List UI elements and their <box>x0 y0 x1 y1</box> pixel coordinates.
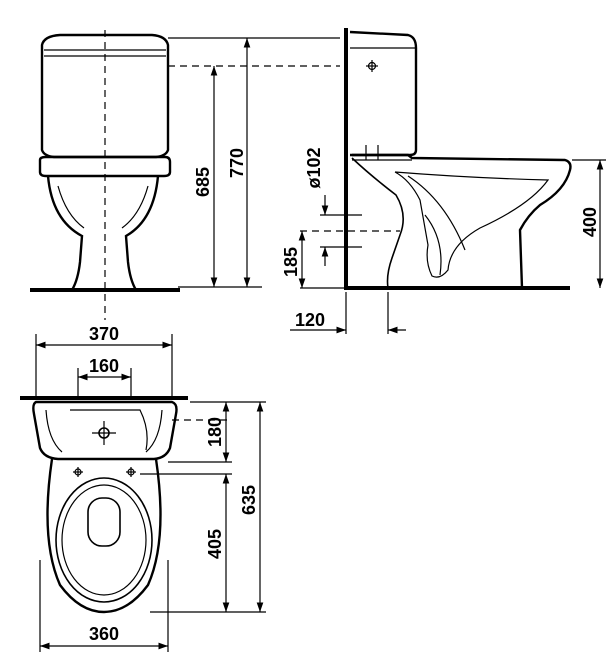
side-seat <box>352 153 572 289</box>
dim-405-label: 405 <box>205 529 225 559</box>
top-drain-hole <box>87 497 121 547</box>
dim-120-label: 120 <box>295 310 325 330</box>
side-bowl-inner <box>351 157 404 289</box>
dim-400-label: 400 <box>580 207 600 237</box>
front-view: 685 770 <box>30 30 340 320</box>
front-seat <box>38 155 172 178</box>
side-view: ø102 185 400 120 <box>281 28 606 334</box>
dim-685-label: 685 <box>193 167 213 197</box>
dim-370-label: 370 <box>89 324 119 344</box>
front-tank <box>40 33 170 159</box>
dim-160-label: 160 <box>89 356 119 376</box>
dim-770-label: 770 <box>227 148 247 178</box>
dim-180-label: 180 <box>205 417 225 447</box>
front-bowl <box>46 175 160 291</box>
dim-185-label: 185 <box>281 247 301 277</box>
dim-360-label: 360 <box>89 624 119 644</box>
side-tank <box>349 30 418 157</box>
top-bowl <box>46 458 162 614</box>
top-seat-opening <box>55 477 153 603</box>
dim-diameter-label: ø102 <box>304 147 324 188</box>
dim-635-label: 635 <box>239 485 259 515</box>
top-tank <box>32 400 178 461</box>
top-view: 370 160 180 405 635 360 <box>20 324 266 652</box>
